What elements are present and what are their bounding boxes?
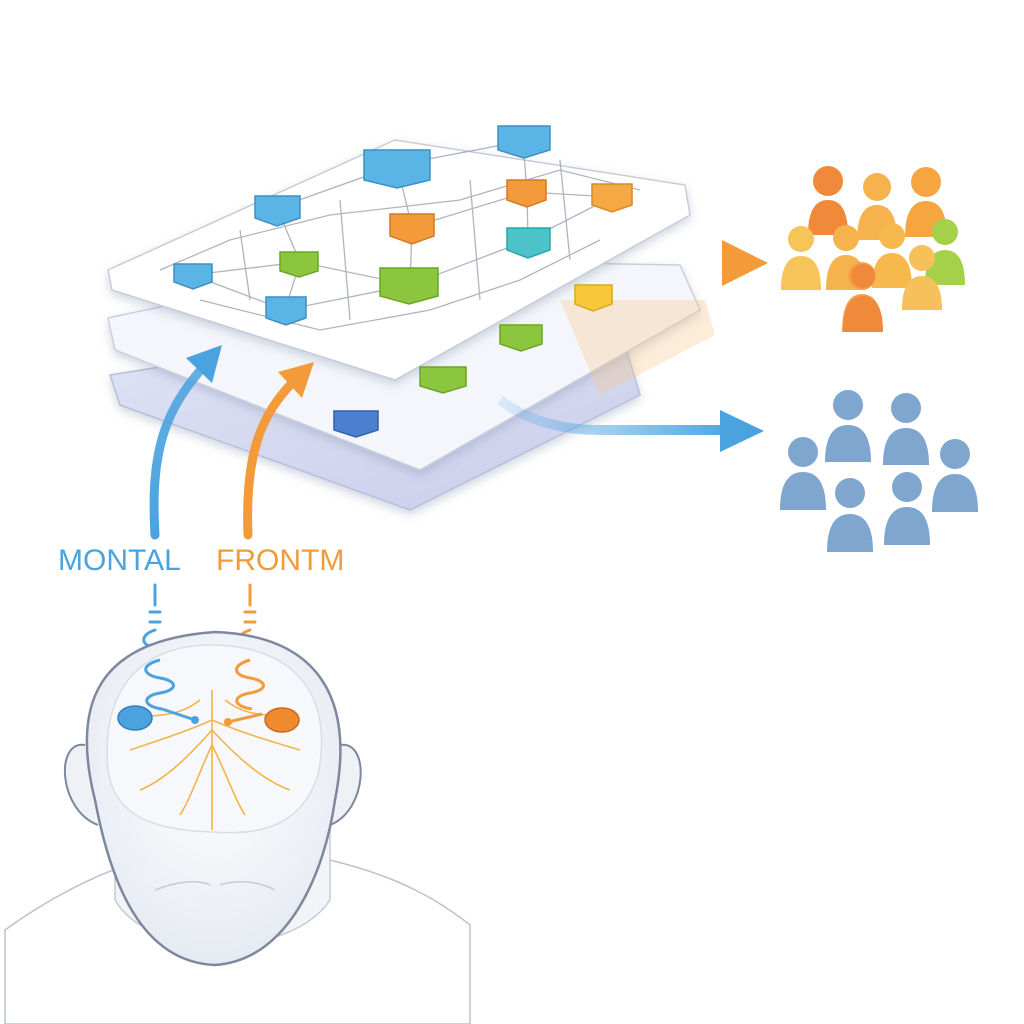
- node-box-orange: [389, 213, 435, 245]
- electrode-orange: [264, 707, 300, 733]
- arrow-to-blue-group: [497, 395, 764, 452]
- arrow-to-orange-group: [600, 240, 768, 286]
- node-box-green: [279, 251, 319, 278]
- arrow-orange-up: [243, 362, 314, 540]
- signal-coil-blue: [144, 658, 196, 722]
- brain-outline: [106, 644, 323, 834]
- label-left: MONTAL: [58, 544, 181, 577]
- node-box-blue: [254, 195, 301, 227]
- node-box-blue: [497, 125, 551, 159]
- people-group-icon: [780, 390, 978, 552]
- human-head-icon: [4, 630, 471, 1024]
- node-box-orange: [591, 183, 633, 213]
- node-box-blue: [363, 149, 431, 189]
- node-box-yellow: [574, 284, 613, 312]
- node-box-orange: [506, 179, 547, 208]
- network-nodes: [173, 125, 633, 438]
- label-right: FRONTM: [216, 544, 345, 577]
- node-box-blue: [173, 263, 213, 290]
- neural-lines: [129, 690, 301, 830]
- arrow-blue-up: [149, 345, 222, 540]
- node-box-green: [379, 267, 439, 305]
- brow: [154, 880, 276, 891]
- arrowhead-right: [720, 410, 764, 452]
- node-box-green: [499, 324, 543, 352]
- signal-coil-orange: [227, 658, 265, 724]
- electrode-blue: [117, 705, 153, 731]
- node-box-teal: [506, 227, 551, 259]
- node-box-blue: [265, 296, 307, 326]
- people-group-icon: [781, 166, 965, 332]
- arrowhead-right: [722, 240, 768, 286]
- ear-left: [63, 743, 99, 826]
- layer-middle-tint: [560, 300, 715, 395]
- node-box-green: [419, 366, 467, 394]
- node-box-navy: [333, 410, 379, 438]
